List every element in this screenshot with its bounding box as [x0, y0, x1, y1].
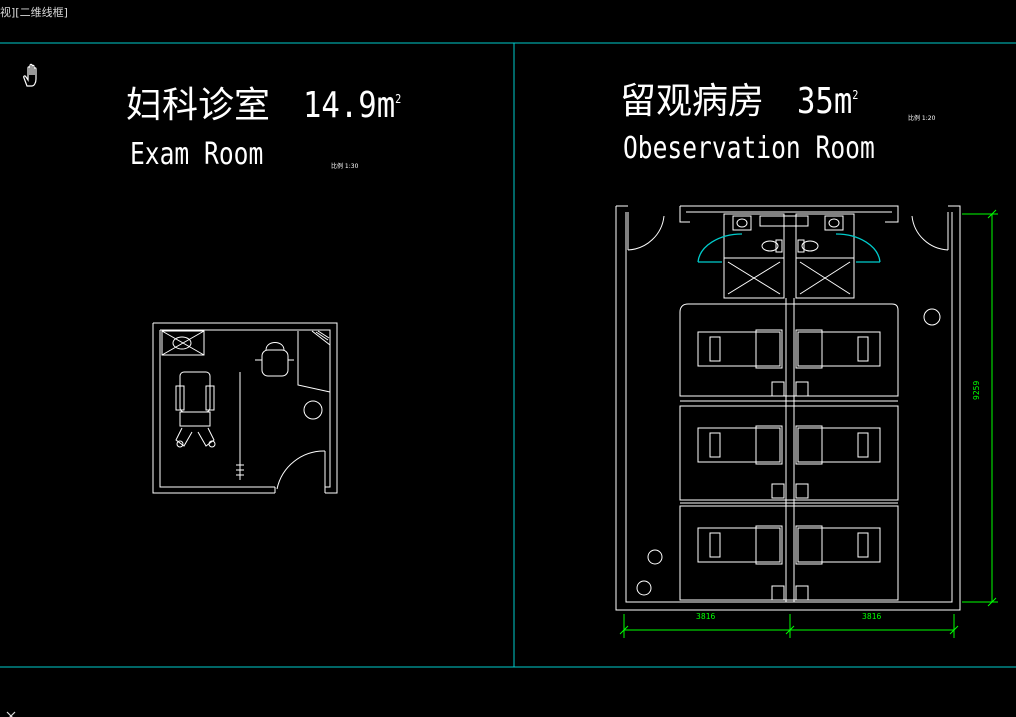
exam-room-name-en: Exam Room	[130, 137, 264, 172]
exam-room-plan	[152, 322, 338, 494]
dimension-width-right: 3816	[862, 612, 882, 621]
viewport-borders	[0, 42, 1016, 668]
exam-room-name-cn: 妇科诊室	[126, 85, 271, 126]
dimension-height: 9259	[972, 380, 981, 400]
exam-room-title: 妇科诊室 14.9m2	[126, 88, 419, 124]
observation-room-area: 35m2	[797, 81, 859, 122]
dimension-lines	[619, 209, 998, 638]
exam-room-area: 14.9m2	[303, 85, 402, 126]
viewport-label[interactable]: 视][二维线框]	[0, 6, 68, 19]
observation-room-name-en: Obeservation Room	[623, 131, 875, 166]
observation-room-title: 留观病房 35m2	[620, 84, 870, 120]
exam-room-scale-note: 比例 1:30	[331, 163, 359, 170]
toilet-door-highlight	[697, 233, 881, 263]
observation-room-name-cn: 留观病房	[620, 81, 765, 122]
hand-pan-icon[interactable]	[20, 62, 44, 88]
observation-room-scale-note: 比例 1:20	[908, 115, 936, 122]
close-icon[interactable]	[4, 703, 18, 717]
observation-room-plan	[615, 205, 961, 611]
dimension-width-left: 3816	[696, 612, 716, 621]
